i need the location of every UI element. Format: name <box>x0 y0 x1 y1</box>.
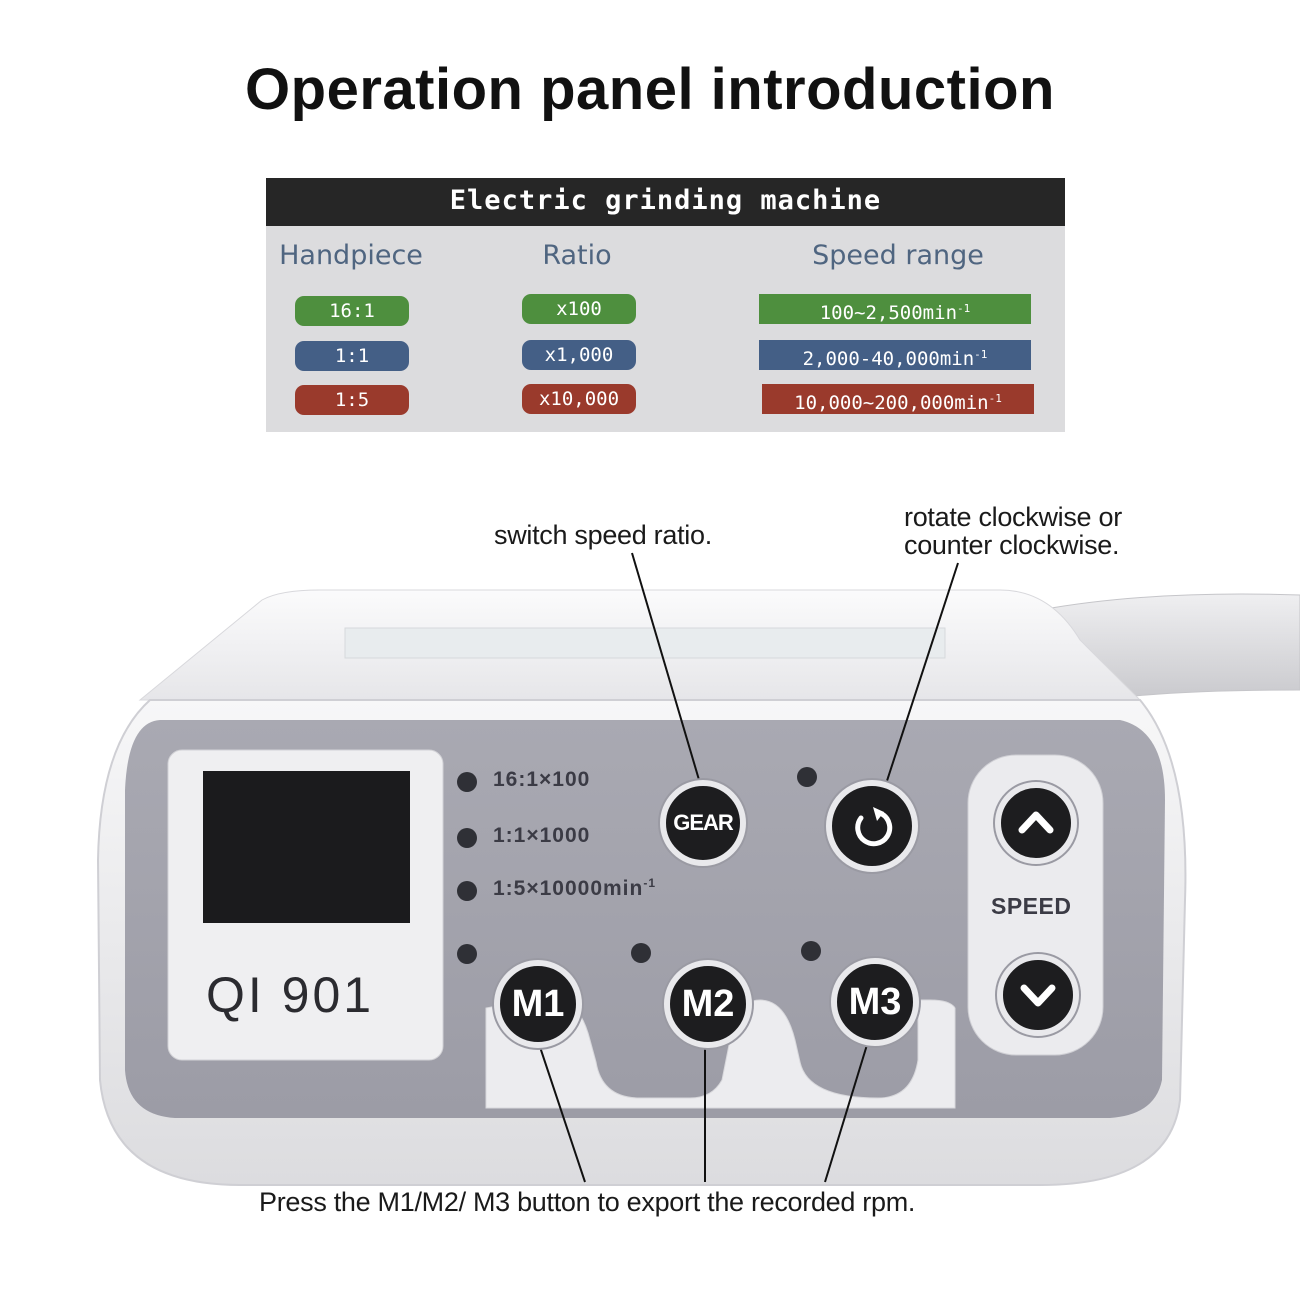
handpiece-1-5: 1:5 <box>295 385 409 415</box>
rotate-icon <box>855 807 893 847</box>
handpiece-1-1: 1:1 <box>295 341 409 371</box>
indicator-led-m3 <box>801 941 821 961</box>
indicator-led-1-5 <box>457 881 477 901</box>
speed-up-button[interactable] <box>995 782 1077 864</box>
column-header-speed-range: Speed range <box>812 240 984 271</box>
column-header-ratio: Ratio <box>542 240 612 271</box>
spec-table-header: Electric grinding machine <box>266 178 1065 226</box>
indicator-led-m1 <box>457 944 477 964</box>
indicator-led-m2 <box>631 943 651 963</box>
spec-table: Electric grinding machine Handpiece Rati… <box>266 178 1065 432</box>
leader-m1 <box>535 1034 586 1183</box>
ratio-x10000: x10,000 <box>522 384 636 414</box>
speed-knob[interactable] <box>826 780 918 872</box>
speed-down-button[interactable] <box>997 954 1079 1036</box>
m2-button[interactable]: M2 <box>664 960 752 1048</box>
indicator-led-knob <box>797 767 817 787</box>
lcd-screen <box>203 771 410 923</box>
speed-range-row-2: 2,000-40,000min-1 <box>759 340 1031 370</box>
model-name: QI 901 <box>206 967 375 1023</box>
m3-button[interactable]: M3 <box>831 958 919 1046</box>
leader-knob <box>883 562 959 791</box>
handpiece-16-1: 16:1 <box>295 296 409 326</box>
ratio-x100: x100 <box>522 294 636 324</box>
ratio-label-1-5: 1:5×10000min-1 <box>493 876 657 900</box>
indicator-led-1-1 <box>457 828 477 848</box>
ratio-label-16-1: 16:1×100 <box>493 768 591 791</box>
speed-label: SPEED <box>991 893 1072 919</box>
chevron-down-icon <box>1020 984 1056 1007</box>
leader-m3 <box>824 1034 871 1183</box>
column-header-handpiece: Handpiece <box>279 240 423 271</box>
callout-memory: Press the M1/M2/ M3 button to export the… <box>259 1187 916 1217</box>
page-title: Operation panel introduction <box>245 57 1055 122</box>
top-label-strip <box>344 627 946 659</box>
speed-range-row-3: 10,000~200,000min-1 <box>762 384 1034 414</box>
chevron-up-icon <box>1018 811 1054 834</box>
indicator-led-16-1 <box>457 772 477 792</box>
leader-gear <box>631 552 703 791</box>
ratio-label-1-1: 1:1×1000 <box>493 824 591 847</box>
m1-button[interactable]: M1 <box>494 960 582 1048</box>
ratio-x1000: x1,000 <box>522 340 636 370</box>
speed-range-row-1: 100~2,500min-1 <box>759 294 1031 324</box>
callout-gear: switch speed ratio. <box>494 520 712 550</box>
gear-button[interactable]: GEAR <box>660 780 746 866</box>
callout-knob-line-2: counter clockwise. <box>904 530 1120 560</box>
callout-knob-line-1: rotate clockwise or <box>904 502 1122 532</box>
